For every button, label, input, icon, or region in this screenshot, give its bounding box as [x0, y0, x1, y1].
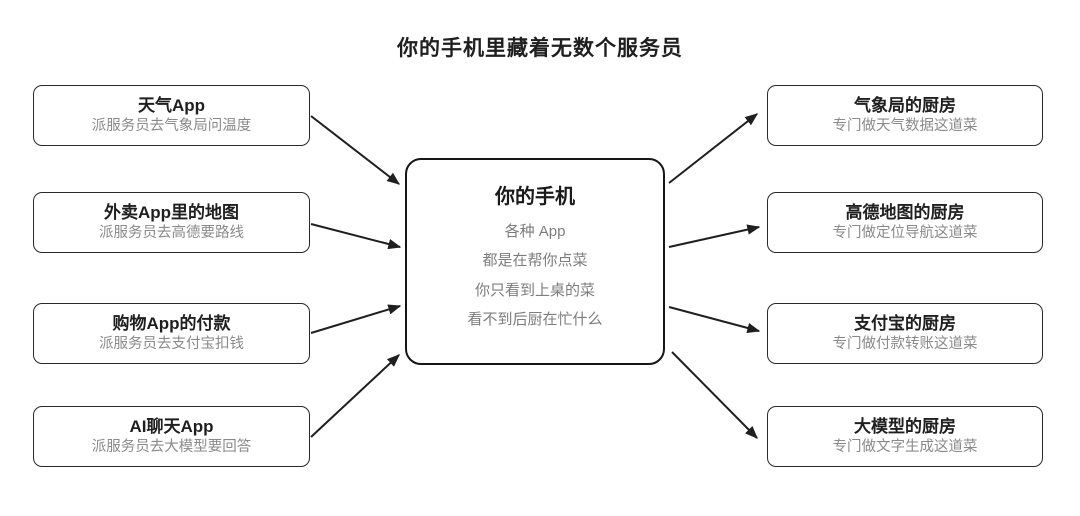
- node-subtitle: 派服务员去大模型要回答: [91, 439, 252, 456]
- node-title: 外卖App里的地图: [103, 202, 240, 222]
- arrow-phone-to-alipay: [668, 306, 761, 334]
- center-node-line: 你只看到上桌的菜: [474, 281, 595, 299]
- node-ai-chat-app: AI聊天App 派服务员去大模型要回答: [33, 406, 310, 467]
- node-weather-app: 天气App 派服务员去气象局问温度: [33, 85, 310, 146]
- node-subtitle: 专门做文字生成这道菜: [832, 439, 978, 456]
- arrow-phone-to-weather-bureau: [668, 113, 759, 184]
- arrow-ai-chat-to-phone: [310, 354, 400, 438]
- center-node-title: 你的手机: [495, 186, 575, 208]
- node-title: 气象局的厨房: [854, 95, 956, 115]
- node-title: AI聊天App: [129, 416, 214, 436]
- node-title: 天气App: [137, 95, 206, 115]
- arrow-phone-to-llm: [671, 351, 758, 439]
- node-shopping-payment: 购物App的付款 派服务员去支付宝扣钱: [33, 303, 310, 364]
- node-amap-kitchen: 高德地图的厨房 专门做定位导航这道菜: [767, 192, 1043, 253]
- arrow-phone-to-amap: [668, 224, 761, 248]
- node-llm-kitchen: 大模型的厨房 专门做文字生成这道菜: [767, 406, 1043, 467]
- node-subtitle: 专门做天气数据这道菜: [832, 118, 978, 135]
- arrow-delivery-map-to-phone: [310, 223, 402, 250]
- node-subtitle: 专门做定位导航这道菜: [832, 225, 978, 242]
- node-subtitle: 专门做付款转账这道菜: [832, 336, 978, 353]
- node-weather-bureau-kitchen: 气象局的厨房 专门做天气数据这道菜: [767, 85, 1043, 146]
- node-delivery-map: 外卖App里的地图 派服务员去高德要路线: [33, 192, 310, 253]
- node-subtitle: 派服务员去支付宝扣钱: [99, 336, 244, 353]
- center-node-line: 各种 App: [504, 223, 566, 240]
- diagram-title: 你的手机里藏着无数个服务员: [397, 37, 683, 60]
- node-your-phone: 你的手机 各种 App 都是在帮你点菜 你只看到上桌的菜 看不到后厨在忙什么: [405, 158, 665, 365]
- node-title: 购物App的付款: [112, 313, 231, 333]
- arrow-shopping-pay-to-phone: [310, 304, 402, 334]
- node-subtitle: 派服务员去高德要路线: [99, 225, 244, 242]
- node-title: 大模型的厨房: [854, 416, 956, 436]
- node-title: 高德地图的厨房: [845, 202, 965, 222]
- arrow-weather-to-phone: [310, 115, 401, 185]
- node-subtitle: 派服务员去气象局问温度: [91, 118, 252, 135]
- node-title: 支付宝的厨房: [854, 313, 956, 333]
- node-alipay-kitchen: 支付宝的厨房 专门做付款转账这道菜: [767, 303, 1043, 364]
- center-node-line: 都是在帮你点菜: [482, 252, 588, 270]
- center-node-line: 看不到后厨在忙什么: [467, 310, 603, 328]
